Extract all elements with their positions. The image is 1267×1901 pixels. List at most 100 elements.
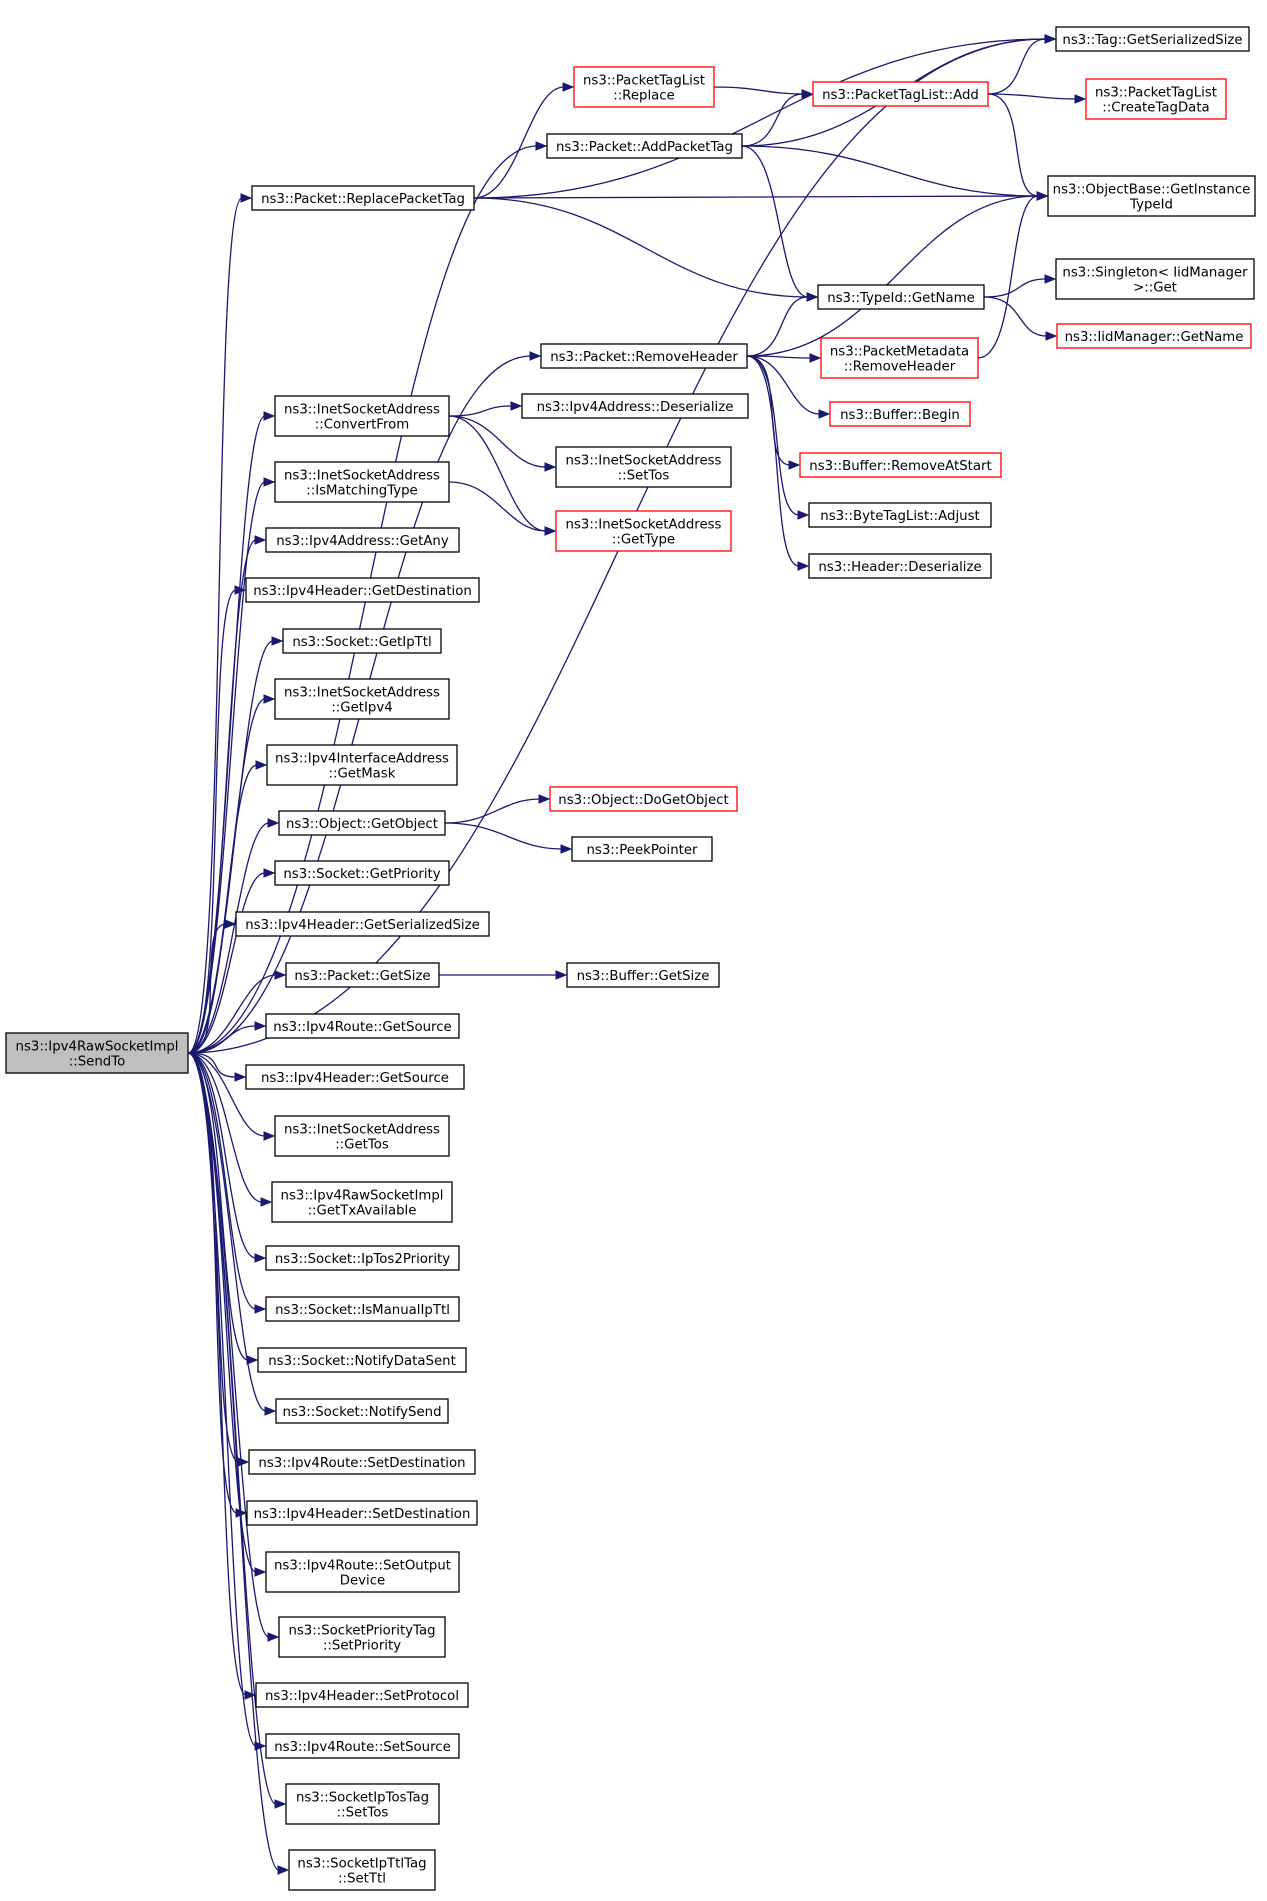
node-label: ::GetMask [329,767,396,782]
node-pkt_rpt[interactable]: ns3::Packet::ReplacePacketTag [251,185,475,211]
node-label: ns3::Tag::GetSerializedSize [1062,33,1242,48]
node-btl_adj[interactable]: ns3::ByteTagList::Adjust [808,502,992,528]
node-isa_gipv4[interactable]: ns3::InetSocketAddress::GetIpv4 [274,678,450,720]
node-sock_it2p[interactable]: ns3::Socket::IpTos2Priority [265,1245,460,1271]
node-ptl_replace[interactable]: ns3::PacketTagList::Replace [573,66,715,108]
node-buf_ras[interactable]: ns3::Buffer::RemoveAtStart [799,452,1002,478]
node-label: ::RemoveHeader [844,360,956,375]
node-box [274,860,450,886]
node-buf_begin[interactable]: ns3::Buffer::Begin [829,401,971,427]
node-root[interactable]: ns3::Ipv4RawSocketImpl::SendTo [5,1032,189,1074]
node-label: ns3::SocketIpTosTag [296,1791,429,1806]
node-label: ns3::Ipv4Header::SetProtocol [265,1689,459,1704]
node-singleton[interactable]: ns3::Singleton< IidManager >::Get [1055,258,1255,300]
node-iid_gn[interactable]: ns3::IidManager::GetName [1056,323,1252,349]
node-ipv4h_gsrc[interactable]: ns3::Ipv4Header::GetSource [245,1064,465,1090]
node-ipv4a_des[interactable]: ns3::Ipv4Address::Deserialize [521,393,749,419]
edge-obj_go-to-obj_dgo [444,794,551,824]
node-sock_imit[interactable]: ns3::Socket::IsManualIpTtl [265,1296,460,1322]
node-box [282,628,442,654]
node-label: ns3::Ipv4Route::SetDestination [258,1456,465,1471]
node-box [540,343,748,369]
node-ipv4r_sd[interactable]: ns3::Ipv4Route::SetDestination [248,1449,476,1475]
node-isa_gt[interactable]: ns3::InetSocketAddress::GetType [555,510,732,552]
node-box [555,510,732,552]
edge-pkt_gs-to-buf_gs [438,970,568,980]
node-label: ns3::InetSocketAddress [284,403,440,418]
node-pm_rh[interactable]: ns3::PacketMetadata::RemoveHeader [820,337,979,379]
node-label: ns3::Packet::ReplacePacketTag [261,192,465,207]
node-box [1047,175,1256,217]
edge-pkt_rh-to-typeid_gn [746,292,819,357]
node-box [265,527,460,553]
node-obj_dgo[interactable]: ns3::Object::DoGetObject [549,786,738,812]
edge-pkt_rpt-to-tag_gss [473,34,1057,199]
node-ipv4h_gss[interactable]: ns3::Ipv4Header::GetSerializedSize [235,911,490,937]
node-isa_gettos[interactable]: ns3::InetSocketAddress::GetTos [274,1115,450,1157]
edge-typeid_gn-to-singleton [983,274,1057,298]
node-box [829,401,971,427]
node-ptl_add[interactable]: ns3::PacketTagList::Add [812,81,989,107]
node-peekptr[interactable]: ns3::PeekPointer [571,836,713,862]
edge-root-to-ipv4rsi_gta [187,1052,273,1207]
node-spt_sp[interactable]: ns3::SocketPriorityTag::SetPriority [278,1616,446,1658]
node-hdr_des[interactable]: ns3::Header::Deserialize [808,553,992,579]
node-pkt_apt[interactable]: ns3::Packet::AddPacketTag [546,133,743,159]
edge-pkt_apt-to-ob_git [741,145,1049,201]
node-sock_gp[interactable]: ns3::Socket::GetPriority [274,860,450,886]
node-label: ns3::PacketTagList [1095,86,1217,101]
node-ipv4r_ss[interactable]: ns3::Ipv4Route::SetSource [265,1733,460,1759]
node-ipv4ia_gm[interactable]: ns3::Ipv4InterfaceAddress::GetMask [266,744,458,786]
node-ptl_ctd[interactable]: ns3::PacketTagList::CreateTagData [1085,78,1227,120]
node-tag_gss[interactable]: ns3::Tag::GetSerializedSize [1055,26,1250,52]
node-ipv4h_sd[interactable]: ns3::Ipv4Header::SetDestination [246,1500,478,1526]
node-ipv4rsi_gta[interactable]: ns3::Ipv4RawSocketImpl::GetTxAvailable [271,1181,453,1223]
node-isa_imt[interactable]: ns3::InetSocketAddress::IsMatchingType [274,461,450,503]
node-typeid_gn[interactable]: ns3::TypeId::GetName [817,284,985,310]
node-box [820,337,979,379]
node-box [265,1245,460,1271]
edge-ptl_replace-to-ptl_add [713,86,814,99]
node-pkt_rh[interactable]: ns3::Packet::RemoveHeader [540,343,748,369]
node-label: ::SetPriority [323,1639,401,1654]
node-ipv4h_sp[interactable]: ns3::Ipv4Header::SetProtocol [255,1682,469,1708]
node-box [1055,258,1255,300]
node-isa_cf[interactable]: ns3::InetSocketAddress::ConvertFrom [274,395,450,437]
node-ipv4h_gd[interactable]: ns3::Ipv4Header::GetDestination [245,577,480,603]
node-label: ::SendTo [69,1055,125,1070]
edge-root-to-ipv4r_gsrc [187,1021,267,1054]
node-label: ns3::PacketTagList::Add [822,88,979,103]
node-label: ns3::Ipv4Address::Deserialize [537,400,734,415]
node-label: ns3::TypeId::GetName [827,291,975,306]
node-box [812,81,989,107]
node-buf_gs[interactable]: ns3::Buffer::GetSize [566,962,720,988]
node-label: ns3::Socket::NotifySend [282,1405,441,1420]
node-isa_settos[interactable]: ns3::InetSocketAddress::SetTos [555,446,732,488]
node-sock_nds[interactable]: ns3::Socket::NotifyDataSent [257,1347,467,1373]
node-label: Device [340,1574,385,1589]
node-box [248,1449,476,1475]
node-box [266,744,458,786]
edge-ptl_add-to-ob_git [987,93,1049,201]
node-obj_go[interactable]: ns3::Object::GetObject [278,810,446,836]
node-label: ns3::Socket::NotifyDataSent [268,1354,456,1369]
node-box [808,502,992,528]
node-box [1055,26,1250,52]
edge-pkt_rh-to-pm_rh [746,353,822,363]
node-pkt_gs[interactable]: ns3::Packet::GetSize [285,962,440,988]
node-sitl_st[interactable]: ns3::SocketIpTtlTag::SetTtl [288,1849,436,1891]
node-ipv4r_gsrc[interactable]: ns3::Ipv4Route::GetSource [265,1013,460,1039]
node-label: ns3::Ipv4Header::GetDestination [253,584,472,599]
node-sock_ns[interactable]: ns3::Socket::NotifySend [275,1398,449,1424]
node-box [566,962,720,988]
node-label: ::SetTos [618,469,670,484]
edge-root-to-pkt_rpt [187,193,253,1054]
node-box [1056,323,1252,349]
node-ipv4a_ga[interactable]: ns3::Ipv4Address::GetAny [265,527,460,553]
node-label: ns3::ObjectBase::GetInstance [1053,183,1251,198]
node-label: ::CreateTagData [1102,101,1209,116]
node-sitt_st[interactable]: ns3::SocketIpTosTag::SetTos [285,1783,440,1825]
node-sock_git[interactable]: ns3::Socket::GetIpTtl [282,628,442,654]
